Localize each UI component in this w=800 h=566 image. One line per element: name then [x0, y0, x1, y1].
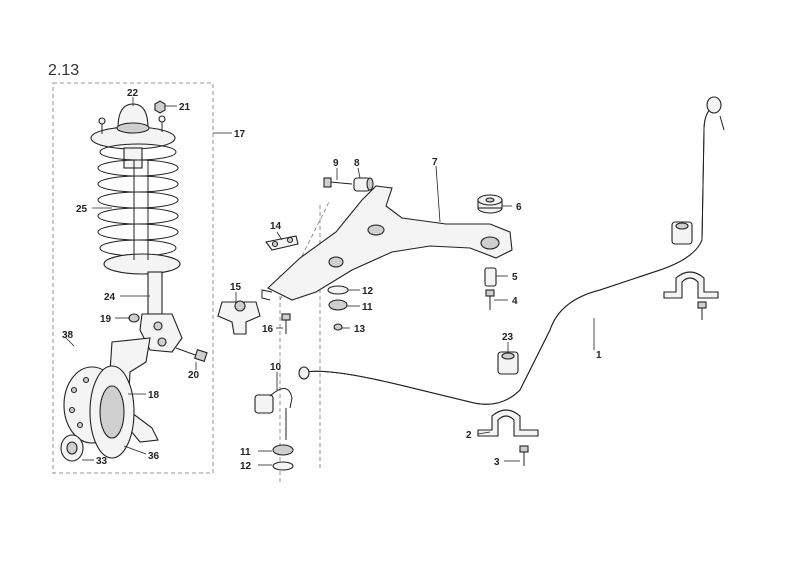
washer-icon: [327, 285, 349, 295]
callout-25: 25: [76, 204, 88, 215]
leader-lines: [65, 97, 595, 466]
shock-absorber-icon: [139, 271, 183, 353]
sleeve-icon: [484, 267, 497, 287]
rubber-bushing-icon: [272, 444, 294, 456]
callout-8: 8: [354, 158, 360, 169]
callout-20: 20: [188, 370, 200, 381]
callout-6: 6: [516, 202, 522, 213]
callout-13: 13: [354, 324, 366, 335]
callout-7: 7: [432, 157, 438, 168]
bolt-icon: [697, 301, 707, 320]
bushing-icon: [353, 177, 374, 192]
bushing-icon: [671, 221, 693, 245]
callout-12-upper: 12: [362, 286, 374, 297]
callout-10: 10: [270, 362, 282, 373]
callout-19: 19: [100, 314, 112, 325]
bolt-icon: [485, 289, 495, 310]
lower-control-arm-icon: [261, 185, 513, 301]
callout-14: 14: [270, 221, 282, 232]
bolt-icon: [519, 445, 529, 466]
bushing-icon: [497, 351, 519, 375]
callout-15: 15: [230, 282, 242, 293]
callout-4: 4: [512, 296, 518, 307]
rubber-bushing-icon: [328, 299, 348, 311]
callout-17: 17: [234, 129, 246, 140]
callout-12-lower: 12: [240, 461, 252, 472]
clamp-bracket-icon: [477, 409, 539, 437]
bolt-icon: [281, 313, 291, 334]
callout-36: 36: [148, 451, 160, 462]
arm-plane-line-top: [279, 199, 331, 301]
section-number: 2.13: [48, 62, 79, 79]
stabilizer-bar-icon: [298, 96, 725, 405]
callout-18: 18: [148, 390, 160, 401]
callout-2: 2: [466, 430, 472, 441]
callout-23: 23: [502, 332, 514, 343]
stabilizer-link-icon: [254, 388, 293, 440]
bracket-icon: [265, 235, 299, 251]
callout-3: 3: [494, 457, 500, 468]
strut-assembly-group-box: [52, 82, 214, 474]
clamp-bracket-icon: [663, 271, 719, 299]
coil-spring-icon: [97, 143, 181, 275]
nut-icon: [154, 100, 166, 114]
ball-joint-icon: [217, 300, 261, 335]
callout-9: 9: [333, 158, 339, 169]
nut-icon: [333, 323, 343, 331]
wheel-hub-icon: [60, 365, 135, 462]
callout-24: 24: [104, 292, 116, 303]
callout-38: 38: [62, 330, 74, 341]
bolt-icon: [175, 347, 208, 362]
callout-11-upper: 11: [362, 302, 373, 313]
callout-11-lower: 11: [240, 447, 251, 458]
bushing-icon: [477, 194, 503, 214]
callout-21: 21: [179, 102, 191, 113]
callout-1: 1: [596, 350, 602, 361]
nut-icon: [128, 313, 140, 323]
bolt-icon: [323, 177, 353, 188]
callout-5: 5: [512, 272, 518, 283]
callout-22: 22: [127, 88, 139, 99]
callout-33: 33: [96, 456, 108, 467]
callout-16: 16: [262, 324, 274, 335]
washer-icon: [272, 461, 294, 471]
